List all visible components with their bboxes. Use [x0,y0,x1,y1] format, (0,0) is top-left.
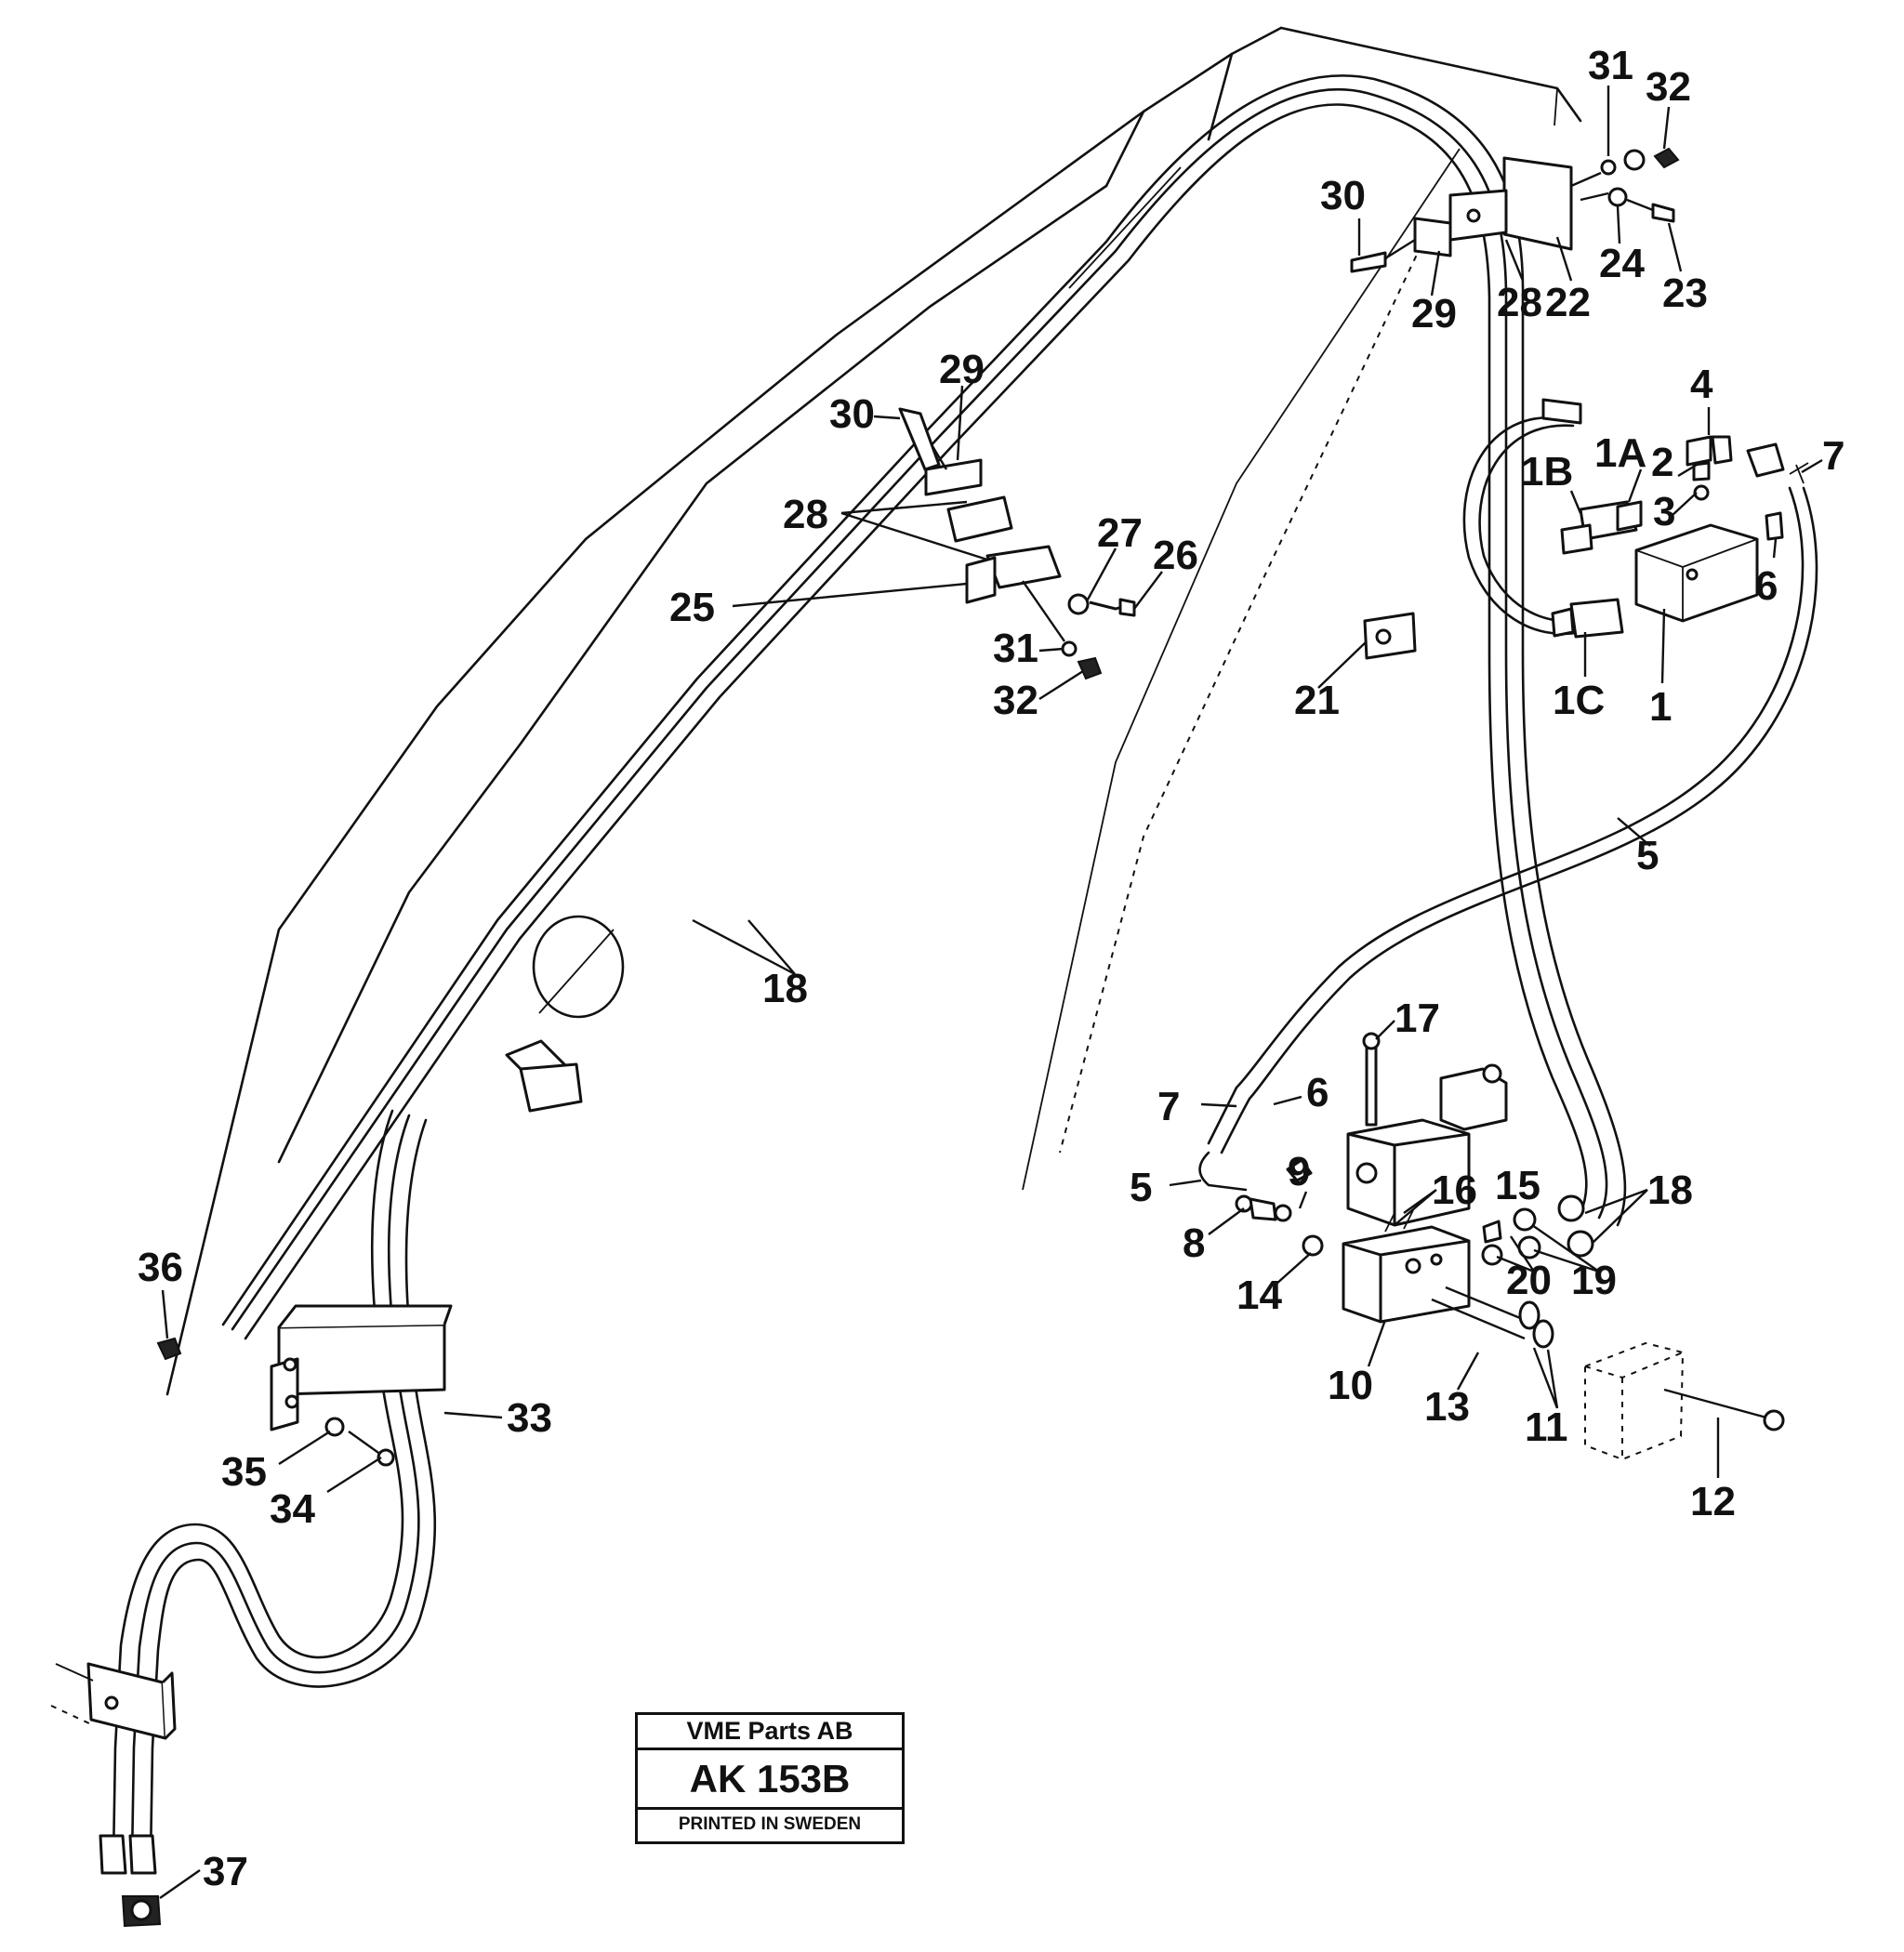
label-4: 4 [1690,362,1713,407]
boom-outline [165,26,1582,1396]
label-29: 29 [1411,291,1457,336]
label-26: 26 [1153,533,1198,578]
label-36: 36 [138,1245,183,1290]
label-14: 14 [1236,1273,1282,1318]
label-31: 31 [993,626,1038,671]
label-7: 7 [1157,1084,1180,1129]
sensor-harness [1462,415,1586,636]
label-22: 22 [1545,280,1591,325]
label-13: 13 [1424,1384,1470,1430]
label-17: 17 [1395,996,1440,1041]
hose-pair-18 [112,74,1627,1861]
label-7: 7 [1822,433,1844,479]
label-18: 18 [1647,1167,1693,1213]
title-note: PRINTED IN SWEDEN [678,1814,862,1834]
label-1: 1 [1649,684,1672,730]
label-10: 10 [1328,1363,1373,1408]
label-1B: 1B [1521,449,1573,495]
title-code: AK 153B [638,1750,902,1810]
label-31: 31 [1588,43,1633,88]
label-33: 33 [507,1395,552,1441]
label-32: 32 [1646,64,1691,110]
label-34: 34 [270,1486,315,1532]
label-1C: 1C [1553,678,1605,723]
label-2: 2 [1651,440,1673,485]
label-27: 27 [1097,510,1143,556]
clamp-21 [1363,612,1417,660]
leader-lines [159,86,1823,1899]
sensor-block [1541,398,1809,639]
label-37: 37 [203,1849,248,1894]
label-3: 3 [1653,489,1675,534]
label-15: 15 [1495,1163,1540,1208]
label-5: 5 [1130,1165,1152,1210]
label-18: 18 [762,966,808,1011]
label-1A: 1A [1594,430,1646,476]
label-35: 35 [221,1449,267,1495]
label-29: 29 [939,347,985,392]
label-6: 6 [1306,1070,1329,1115]
label-9: 9 [1288,1149,1310,1194]
label-12: 12 [1690,1479,1736,1524]
top-clamp [1350,147,1680,273]
hose-5 [1198,486,1818,1192]
middle-clamp [505,407,1136,1113]
label-16: 16 [1432,1167,1477,1213]
label-28: 28 [1497,280,1542,325]
callout-labels: 31 32 30 29 28 22 24 23 29 30 28 27 26 2… [138,43,1844,1894]
label-23: 23 [1662,270,1708,316]
bracket-33 [156,1304,453,1467]
label-8: 8 [1183,1220,1205,1266]
label-28: 28 [783,492,828,537]
label-30: 30 [1320,173,1366,218]
label-25: 25 [669,585,715,630]
label-6: 6 [1755,563,1778,609]
valve-assembly [1235,1032,1785,1461]
title-company: VME Parts AB [638,1715,902,1750]
label-11: 11 [1525,1405,1568,1450]
label-32: 32 [993,678,1038,723]
label-21: 21 [1294,678,1340,723]
title-block: VME Parts AB AK 153B PRINTED IN SWEDEN [635,1712,905,1844]
label-5: 5 [1636,833,1659,878]
label-30: 30 [829,391,875,437]
label-24: 24 [1599,241,1645,286]
lower-bracket [50,1662,177,1928]
